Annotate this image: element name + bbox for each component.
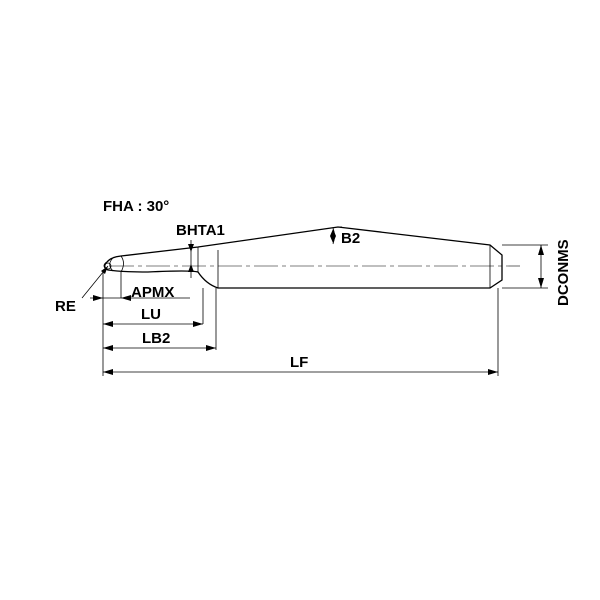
dim-re — [81, 265, 109, 299]
dim-apmx — [90, 295, 190, 301]
label-b2: B2 — [341, 230, 360, 247]
dim-b2 — [330, 227, 336, 245]
label-lu: LU — [141, 306, 161, 323]
label-bhta1: BHTA1 — [176, 222, 225, 239]
dim-bhta1 — [188, 240, 194, 278]
label-lf: LF — [290, 354, 308, 371]
dim-lu — [103, 321, 203, 327]
label-apmx: APMX — [131, 284, 174, 301]
dim-lb2 — [103, 345, 216, 351]
dim-dconms — [538, 245, 544, 288]
dim-lf — [103, 369, 498, 375]
extension-lines — [102, 226, 548, 376]
label-fha: FHA : 30° — [103, 198, 169, 215]
label-lb2: LB2 — [142, 330, 170, 347]
tool-outline — [103, 226, 503, 289]
label-re: RE — [55, 298, 76, 315]
label-dconms: DCONMS — [555, 239, 572, 306]
